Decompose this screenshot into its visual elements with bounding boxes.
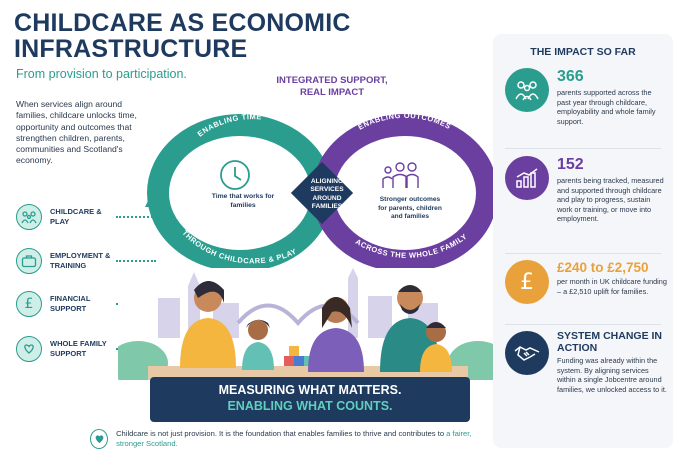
divider bbox=[505, 148, 661, 149]
pound-icon: £ bbox=[505, 260, 549, 304]
connector-dots bbox=[116, 260, 156, 262]
page-title: CHILDCARE AS ECONOMIC INFRASTRUCTURE bbox=[14, 9, 351, 63]
loop-heading-line2: REAL IMPACT bbox=[299, 87, 365, 98]
people-icon bbox=[505, 68, 549, 112]
stat-value: £240 to £2,750 bbox=[557, 260, 649, 275]
footer-text-highlight: a fairer, stronger Scotland. bbox=[116, 429, 472, 448]
stat-desc: parents supported across the past year t… bbox=[557, 88, 656, 126]
loop-left-text: Time that works for families bbox=[211, 193, 275, 209]
footer-text: Childcare is not just provision. It is t… bbox=[116, 429, 490, 449]
footer-text-main: Childcare is not just provision. It is t… bbox=[116, 429, 445, 438]
divider bbox=[505, 253, 661, 254]
handshake-icon bbox=[505, 331, 549, 375]
intro-text: When services align around families, chi… bbox=[16, 99, 137, 166]
pillar-label: EMPLOYMENT & TRAINING bbox=[50, 251, 111, 270]
loop-heading: INTEGRATED SUPPORT, REAL IMPACT bbox=[262, 75, 402, 99]
loop-center-text: ALIGNING SERVICES AROUND FAMILIES bbox=[310, 178, 344, 210]
stat-desc: Funding was already within the system. B… bbox=[557, 356, 667, 394]
impact-stat: £ £240 to £2,750 per month in UK childca… bbox=[505, 260, 670, 304]
center-diamond bbox=[290, 161, 354, 225]
clock-icon bbox=[220, 160, 250, 190]
growth-chart-icon bbox=[505, 156, 549, 200]
heart-hands-icon bbox=[16, 336, 42, 362]
family-icon bbox=[382, 162, 419, 188]
heart-icon bbox=[90, 429, 109, 449]
pillar-label: FINANCIAL SUPPORT bbox=[50, 294, 91, 313]
impact-stat: SYSTEM CHANGE IN ACTION Funding was alre… bbox=[505, 330, 670, 394]
stat-value: 152 bbox=[557, 156, 584, 173]
family-icon bbox=[16, 204, 42, 230]
impact-stat: 366 parents supported across the past ye… bbox=[505, 68, 670, 126]
pillar-financial: £ FINANCIAL SUPPORT bbox=[16, 291, 156, 317]
briefcase-icon bbox=[16, 248, 42, 274]
loop-heading-line1: INTEGRATED SUPPORT, bbox=[276, 75, 388, 86]
impact-panel: THE IMPACT SO FAR 366 parents supported … bbox=[493, 34, 673, 448]
stat-desc: per month in UK childcare funding – a £2… bbox=[557, 277, 667, 296]
pillar-whole-family: WHOLE FAMILY SUPPORT bbox=[16, 336, 156, 362]
stat-value: 366 bbox=[557, 68, 584, 85]
pillar-employment: EMPLOYMENT & TRAINING bbox=[16, 248, 156, 274]
stat-desc: parents being tracked, measured and supp… bbox=[557, 176, 664, 224]
banner: MEASURING WHAT MATTERS. ENABLING WHAT CO… bbox=[150, 377, 470, 422]
divider bbox=[505, 324, 661, 325]
impact-title: THE IMPACT SO FAR bbox=[530, 46, 636, 58]
pillar-childcare: CHILDCARE & PLAY bbox=[16, 204, 156, 230]
page-subtitle: From provision to participation. bbox=[16, 67, 187, 81]
family-illustration bbox=[118, 268, 498, 380]
pillar-label: WHOLE FAMILY SUPPORT bbox=[50, 339, 107, 358]
banner-line1: MEASURING WHAT MATTERS. bbox=[218, 383, 402, 397]
infinity-loop: ENABLING TIME THROUGH CHILDCARE & PLAY E… bbox=[145, 111, 498, 272]
footer: Childcare is not just provision. It is t… bbox=[90, 426, 490, 452]
banner-line2: ENABLING WHAT COUNTS. bbox=[227, 399, 393, 413]
arrow-icon bbox=[145, 193, 159, 207]
connector-dots bbox=[116, 216, 156, 218]
pillar-label: CHILDCARE & PLAY bbox=[50, 207, 102, 226]
loop-right-text: Stronger outcomes for parents, children … bbox=[378, 196, 442, 220]
impact-stat: 152 parents being tracked, measured and … bbox=[505, 156, 670, 224]
stat-value: SYSTEM CHANGE IN ACTION bbox=[557, 330, 663, 354]
pound-icon: £ bbox=[16, 291, 42, 317]
